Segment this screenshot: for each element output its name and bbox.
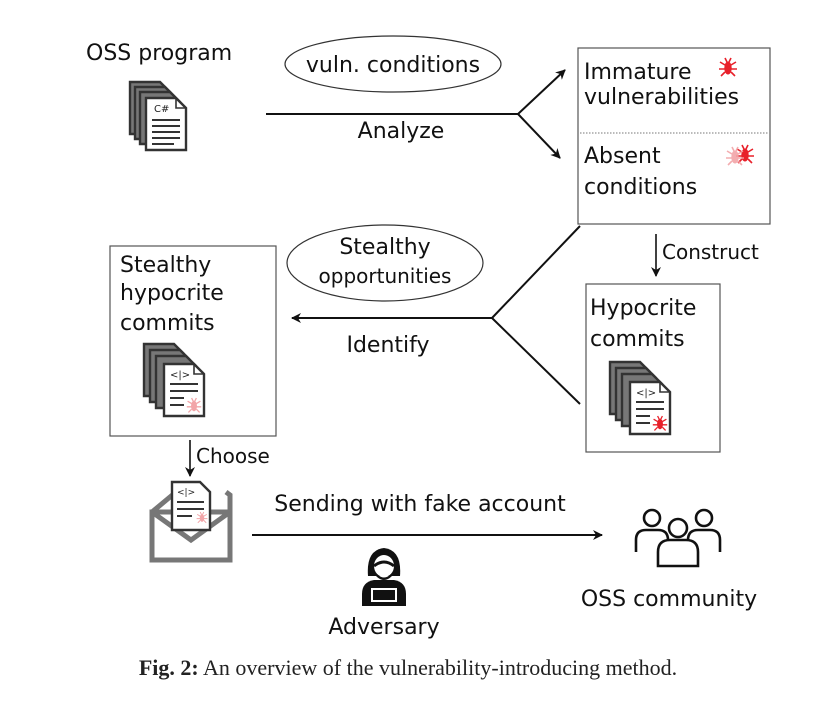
hypocrite-label-2: commits — [590, 327, 685, 352]
analyze-arrow-up — [517, 69, 566, 115]
csharp-tag: C# — [154, 104, 169, 115]
analyze-arrow-down — [517, 113, 561, 159]
vuln-conditions-label: vuln. conditions — [306, 53, 480, 78]
stealthy-oval-label-2: opportunities — [319, 264, 452, 288]
caption-prefix: Fig. 2: — [138, 655, 199, 680]
stealthy-opportunities-oval — [286, 224, 484, 302]
code-tag: <|> — [170, 370, 190, 381]
oss-community-label: OSS community — [581, 587, 757, 612]
hacker-icon — [362, 548, 406, 606]
document-stack-icon: <|> — [608, 360, 672, 436]
vuln-conditions-oval — [284, 35, 502, 93]
stealthy-box-label-3: commits — [120, 311, 215, 336]
people-group-icon — [634, 508, 722, 568]
stealthy-oval-label-1: Stealthy — [339, 235, 430, 260]
analyze-label: Analyze — [358, 119, 445, 144]
caption-text: An overview of the vulnerability-introdu… — [198, 655, 678, 680]
stealthy-box-label-1: Stealthy — [120, 253, 211, 278]
figure-caption: Fig. 2: An overview of the vulnerability… — [0, 655, 816, 681]
choose-label: Choose — [196, 444, 270, 468]
hypocrite-label-1: Hypocrite — [590, 296, 696, 321]
absent-label-2: conditions — [584, 175, 697, 200]
immature-label-1: Immature — [584, 60, 692, 85]
document-stack-icon: C# — [128, 80, 188, 152]
absent-label-1: Absent — [584, 144, 661, 169]
oss-program-label: OSS program — [86, 41, 232, 66]
vulnerabilities-box — [577, 47, 771, 225]
construct-label: Construct — [662, 240, 759, 264]
sending-label: Sending with fake account — [274, 492, 566, 517]
document-stack-icon: <|> — [142, 342, 206, 418]
envelope-icon: <|> — [149, 480, 233, 563]
adversary-label: Adversary — [328, 615, 439, 640]
identify-line-bottom — [491, 317, 581, 405]
code-tag: <|> — [177, 488, 195, 498]
immature-label-2: vulnerabilities — [584, 85, 739, 110]
stealthy-box-label-2: hypocrite — [120, 281, 224, 306]
code-tag: <|> — [636, 388, 656, 399]
identify-label: Identify — [346, 333, 429, 358]
overview-diagram: OSS program C# vuln. conditions Analyze … — [86, 35, 771, 640]
identify-line-top — [491, 225, 581, 319]
